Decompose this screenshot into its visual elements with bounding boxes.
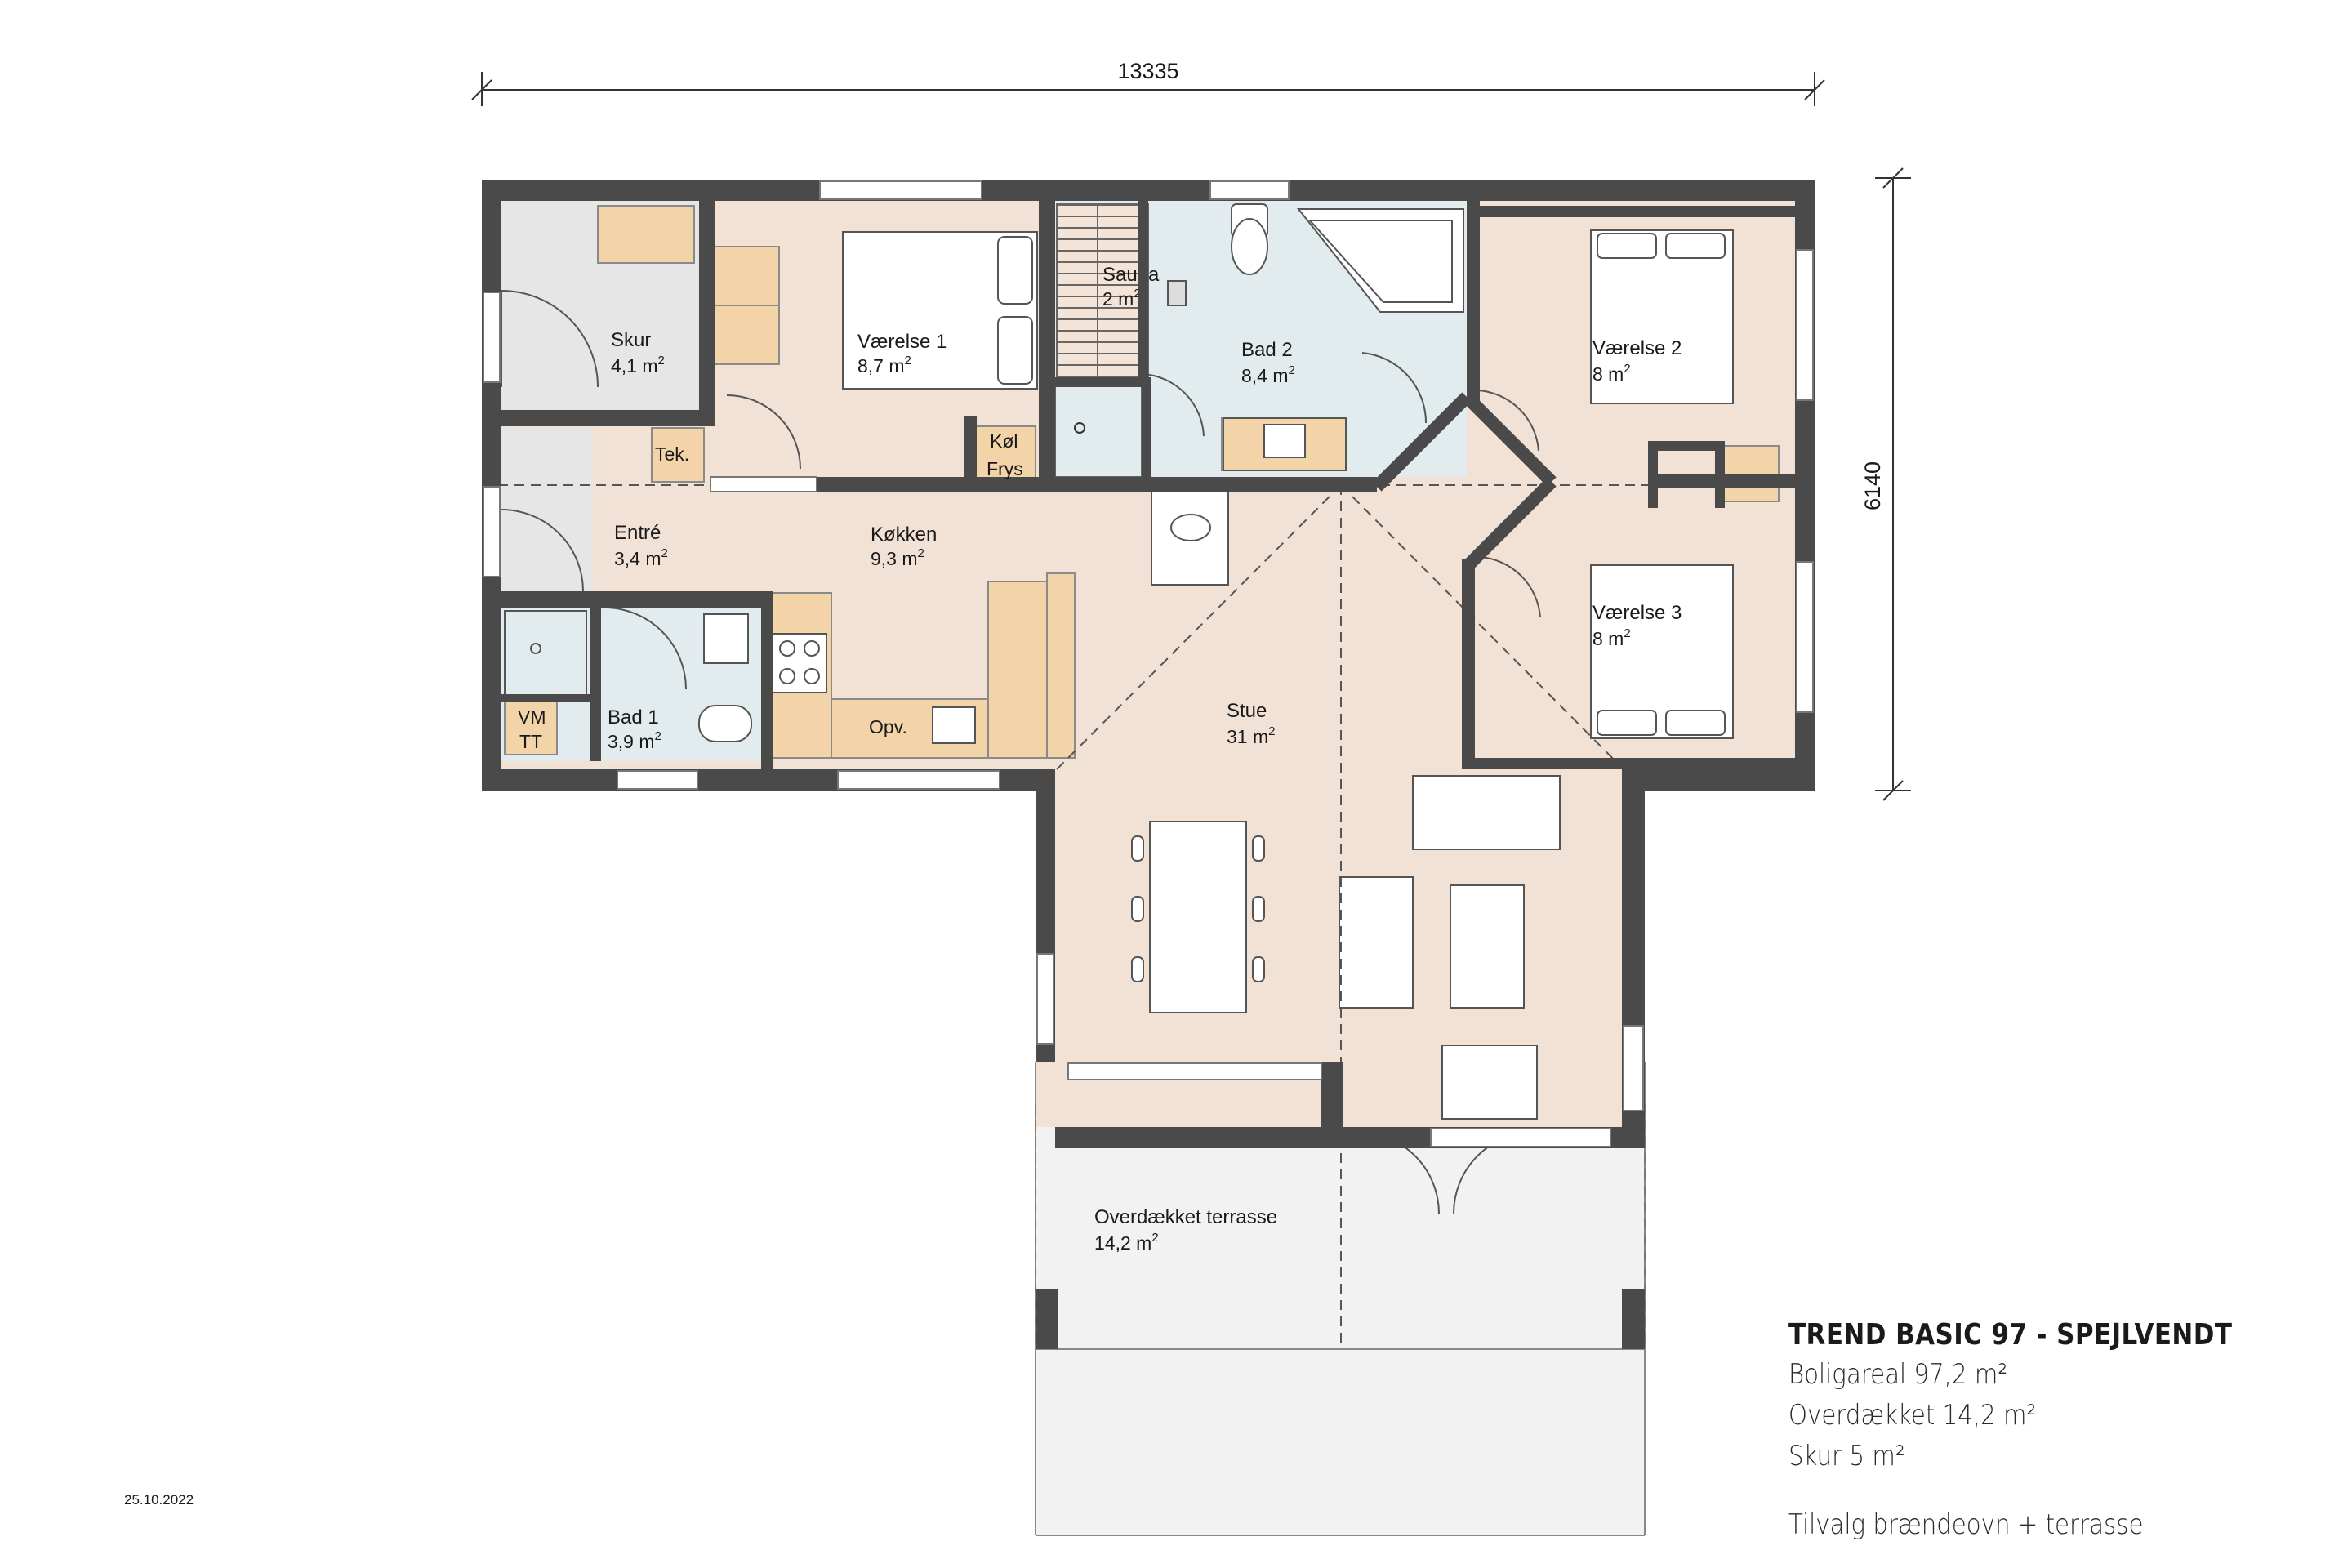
drain-icon [1074, 422, 1085, 434]
room-name-bad2: Bad 2 [1241, 339, 1293, 361]
sink-icon [1263, 424, 1306, 458]
sauna-heater-icon [1167, 280, 1187, 306]
room-area-bad2: 8,4 m2 [1241, 363, 1295, 386]
diagonal-walls [1372, 392, 1557, 572]
bathtub-icon [1296, 208, 1464, 313]
dashed-guides [482, 484, 1815, 1062]
room-name-vaerelse1: Værelse 1 [858, 331, 947, 353]
room-name-terrasse: Overdækket terrasse [1094, 1206, 1277, 1228]
sink-icon-bad1 [703, 613, 749, 664]
room-area-stue: 31 m2 [1227, 724, 1275, 747]
room-area-vaerelse3: 8 m2 [1592, 626, 1631, 649]
label-kol: Køl [990, 430, 1018, 452]
label-tt: TT [519, 731, 542, 752]
sofa-icon-left [1339, 876, 1414, 1009]
plan-title: TREND BASIC 97 - SPEJLVENDT [1788, 1318, 2233, 1352]
info-tilvalg: Tilvalg brændeovn + terrasse [1788, 1508, 2144, 1541]
dining-table-icon [1149, 821, 1247, 1013]
info-skur: Skur 5 m² [1788, 1440, 1905, 1472]
room-name-sauna: Sauna [1102, 264, 1160, 286]
label-tek: Tek. [655, 443, 689, 465]
sauna-area: Sauna 2 m2 [1054, 203, 1187, 478]
toilet-icon [1231, 218, 1268, 275]
depth-dimension-label: 6140 [1860, 461, 1885, 510]
room-name-vaerelse3: Værelse 3 [1592, 602, 1682, 624]
bad2-fixtures [1223, 203, 1464, 471]
room-area-terrasse: 14,2 m2 [1094, 1231, 1159, 1254]
width-dimension-label: 13335 [1117, 59, 1178, 83]
room-labels: Skur 4,1 m2 Værelse 1 8,7 m2 Bad 2 8,4 m… [608, 329, 1682, 752]
room-area-entre: 3,4 m2 [614, 546, 668, 569]
label-frys: Frys [987, 458, 1023, 479]
label-vm: VM [518, 706, 546, 728]
armchair-icon [1441, 1045, 1538, 1120]
coffee-table-icon [1450, 884, 1525, 1009]
room-name-entre: Entré [614, 522, 661, 544]
room-name-vaerelse2: Værelse 2 [1592, 337, 1682, 359]
toilet-icon-bad1 [698, 705, 752, 742]
room-name-skur: Skur [611, 329, 651, 351]
room-name-kokken: Køkken [871, 523, 937, 546]
kitchen-fixtures [772, 489, 1229, 744]
room-area-vaerelse2: 8 m2 [1592, 362, 1631, 385]
dimension-width: 13335 [471, 59, 1825, 106]
room-area-sauna: 2 m2 [1102, 287, 1141, 310]
room-name-bad1: Bad 1 [608, 706, 659, 728]
plan-info-block: TREND BASIC 97 - SPEJLVENDT Boligareal 9… [1788, 1316, 2305, 1545]
kitchen-sink-icon [932, 706, 976, 744]
beds [842, 229, 1734, 739]
info-boligareal: Boligareal 97,2 m² [1788, 1358, 2008, 1391]
fixture-labels: Tek. Køl Frys VM TT Opv. [518, 430, 1023, 752]
room-area-bad1: 3,9 m2 [608, 729, 662, 752]
room-area-skur: 4,1 m2 [611, 354, 665, 376]
bad1-fixtures [504, 610, 752, 742]
island-sink-icon [1151, 489, 1229, 586]
bed-icon-vaerelse3 [1590, 564, 1734, 739]
plan-date: 25.10.2022 [124, 1492, 194, 1508]
bed-icon-vaerelse2 [1590, 229, 1734, 404]
label-opv: Opv. [869, 716, 907, 737]
room-area-vaerelse1: 8,7 m2 [858, 354, 911, 376]
room-area-kokken: 9,3 m2 [871, 546, 924, 569]
stove-icon [772, 633, 827, 693]
room-name-stue: Stue [1227, 700, 1267, 722]
dimension-depth: 6140 [1860, 167, 1911, 801]
cabinets [504, 205, 1780, 759]
sofa-icon-top [1412, 775, 1561, 850]
walls [482, 180, 1815, 1148]
windows [483, 180, 1814, 1147]
drain-icon-bad1 [530, 643, 541, 654]
info-overdaekket: Overdækket 14,2 m² [1788, 1399, 2037, 1432]
living-furniture [1131, 775, 1561, 1120]
